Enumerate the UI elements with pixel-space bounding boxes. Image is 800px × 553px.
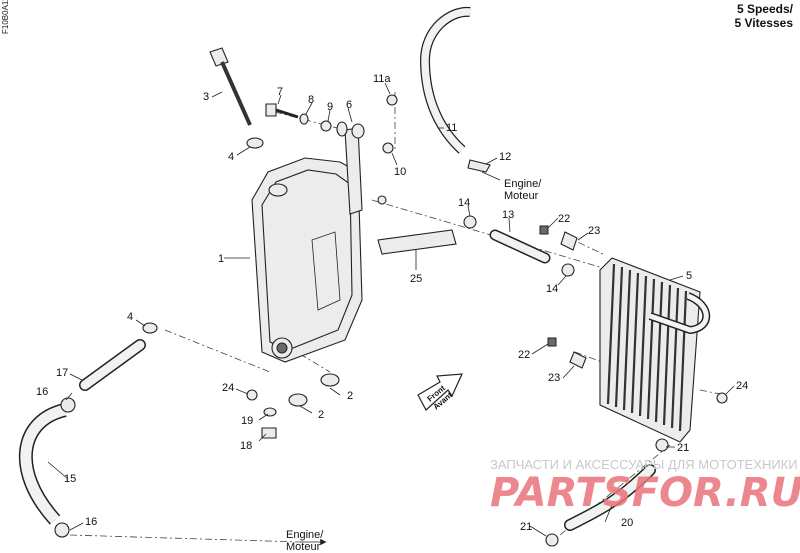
cooler-fin [670,287,680,429]
label-18: 18 [240,440,252,452]
front-arrow-icon: Front Avant [417,373,463,412]
label-21: 21 [520,521,532,533]
label-2: 2 [318,409,324,421]
label-13: 13 [502,209,514,221]
label-20: 20 [621,517,633,529]
clamp-icon [561,263,575,277]
svg-text:Moteur: Moteur [286,541,321,553]
mounting-strap [377,229,457,255]
header-speeds: 5 Speeds/ [737,2,794,16]
svg-text:Engine/: Engine/ [504,178,542,190]
label-9: 9 [327,101,333,113]
clamp-icon [655,438,669,452]
label-4: 4 [228,151,234,163]
screw-bracket-set [539,225,587,369]
label-7: 7 [277,86,283,98]
cooler-fin [662,284,672,426]
label-12: 12 [499,151,511,163]
watermark: ЗАПЧАСТИ И АКСЕССУАРЫ ДЛЯ МОТОТЕХНИКИ PA… [490,457,800,516]
label-22: 22 [518,349,530,361]
cooler-fin [646,278,656,420]
label-15: 15 [64,473,76,485]
label-3: 3 [203,91,209,103]
hose-clamp-icon [382,94,491,173]
short-hose [491,231,549,262]
clamp-icon [463,215,477,229]
cooler-fin [638,275,648,417]
label-1: 1 [218,253,224,265]
label-5: 5 [686,270,692,282]
cooler-fin [622,269,632,411]
label-8: 8 [308,94,314,106]
label-11: 11 [446,122,457,134]
svg-text:Moteur: Moteur [504,190,539,202]
cooler-return-hose [565,465,655,530]
cooler-fin [630,272,640,414]
cooler-fin [678,290,688,432]
clamp-icon [545,533,559,547]
engine-callout-bottom: Engine/ Moteur [286,529,327,553]
grommets-fasteners [246,195,728,439]
label-10: 10 [394,166,406,178]
header: 5 Speeds/ 5 Vitesses [735,2,794,30]
label-21: 21 [677,442,689,454]
label-23: 23 [588,225,600,237]
label-22: 22 [558,213,570,225]
part-labels: 1 2 2 3 4 4 5 6 7 8 9 10 11 11a 12 13 14… [36,73,748,533]
label-16: 16 [85,516,97,528]
label-16: 16 [36,386,48,398]
label-24: 24 [736,380,748,392]
bolt-washer-stack [265,103,365,139]
oil-cooler [599,257,711,443]
cooler-fin [654,281,664,423]
oil-tank [251,127,363,363]
header-vitesses: 5 Vitesses [735,16,794,30]
leader-lines [47,82,735,537]
label-19: 19 [241,415,253,427]
lower-fitting [80,340,145,390]
label-6: 6 [346,99,352,111]
lower-hose [20,404,67,524]
cooler-fin [606,263,616,405]
dipstick [209,47,252,126]
watermark-logo: PARTSFOR.RU [490,470,800,516]
engine-callout-top: Engine/ Moteur [481,171,542,202]
label-25: 25 [410,273,422,285]
watermark-tagline: ЗАПЧАСТИ И АКСЕССУАРЫ ДЛЯ МОТОТЕХНИКИ [490,457,798,472]
clamp-icon [54,522,70,538]
label-14: 14 [546,283,558,295]
label-4: 4 [127,311,133,323]
label-14: 14 [458,197,470,209]
cooler-fin [614,266,624,408]
o-ring-icon [246,137,264,149]
label-23: 23 [548,372,560,384]
label-2: 2 [347,390,353,402]
label-11a: 11a [373,73,391,85]
label-17: 17 [56,367,68,379]
drawing-code: F10B0A11 [1,0,10,34]
label-24: 24 [222,382,234,394]
clamp-icon [60,397,76,413]
svg-text:Engine/: Engine/ [286,529,324,541]
o-ring-icon [142,322,158,334]
